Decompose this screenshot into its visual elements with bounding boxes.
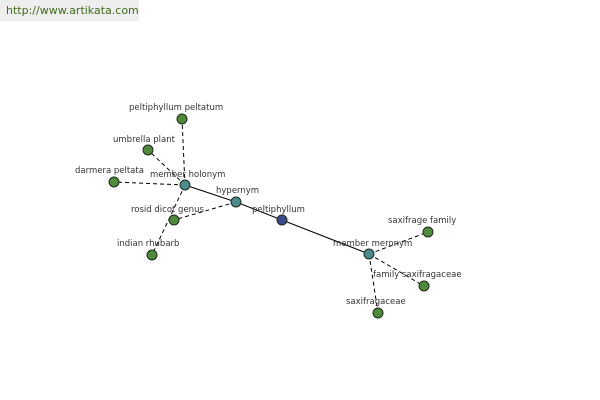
node-saxifrage-family[interactable] [422, 226, 434, 238]
edge-member-holonym-to-umbrella-plant [147, 149, 186, 186]
edge-hypernym-to-rosid-dicot-genus [173, 201, 237, 221]
edges-layer [113, 118, 429, 314]
node-umbrella-plant[interactable] [142, 144, 154, 156]
node-label-indian-rhubarb[interactable]: indian rhubarb [117, 239, 179, 249]
edge-member-meronym-to-family-saxifragaceae [368, 253, 425, 287]
edge-hypernym-to-member-holonym [184, 184, 237, 203]
node-label-darmera-peltata[interactable]: darmera peltata [75, 166, 144, 176]
node-saxifragaceae[interactable] [372, 307, 384, 319]
node-family-saxifragaceae[interactable] [418, 280, 430, 292]
node-label-saxifragaceae[interactable]: saxifragaceae [346, 297, 406, 307]
node-label-umbrella-plant[interactable]: umbrella plant [113, 135, 176, 145]
node-label-family-saxifragaceae[interactable]: family saxifragaceae [373, 270, 462, 280]
labels-layer: peltiphyllum hypernym member holonym member… [75, 103, 462, 307]
edge-member-meronym-to-saxifrage-family [368, 231, 429, 255]
node-darmera-peltata[interactable] [108, 176, 120, 188]
node-member-holonym[interactable] [179, 179, 191, 191]
node-label-hypernym[interactable]: hypernym [216, 186, 259, 196]
node-label-peltiphyllum[interactable]: peltiphyllum [252, 205, 305, 215]
nodes-layer [108, 113, 434, 319]
node-hypernym[interactable] [230, 196, 242, 208]
edge-peltiphyllum-to-member-meronym [281, 219, 370, 255]
node-member-meronym[interactable] [363, 248, 375, 260]
node-label-rosid-dicot-genus[interactable]: rosid dicot genus [131, 205, 204, 215]
node-label-peltiphyllum-peltatum[interactable]: peltiphyllum peltatum [129, 103, 223, 113]
node-peltiphyllum[interactable] [276, 214, 288, 226]
edge-member-meronym-to-saxifragaceae [368, 253, 379, 314]
node-rosid-dicot-genus[interactable] [168, 214, 180, 226]
source-url-banner[interactable]: http://www.artikata.com [0, 0, 139, 21]
node-label-saxifrage-family[interactable]: saxifrage family [388, 216, 456, 226]
node-label-member-holonym[interactable]: member holonym [150, 170, 225, 180]
node-indian-rhubarb[interactable] [146, 249, 158, 261]
edge-peltiphyllum-to-hypernym [235, 201, 283, 221]
node-peltiphyllum-peltatum[interactable] [176, 113, 188, 125]
node-label-member-meronym[interactable]: member meronym [333, 239, 412, 249]
edge-member-holonym-to-darmera-peltata [113, 181, 186, 186]
